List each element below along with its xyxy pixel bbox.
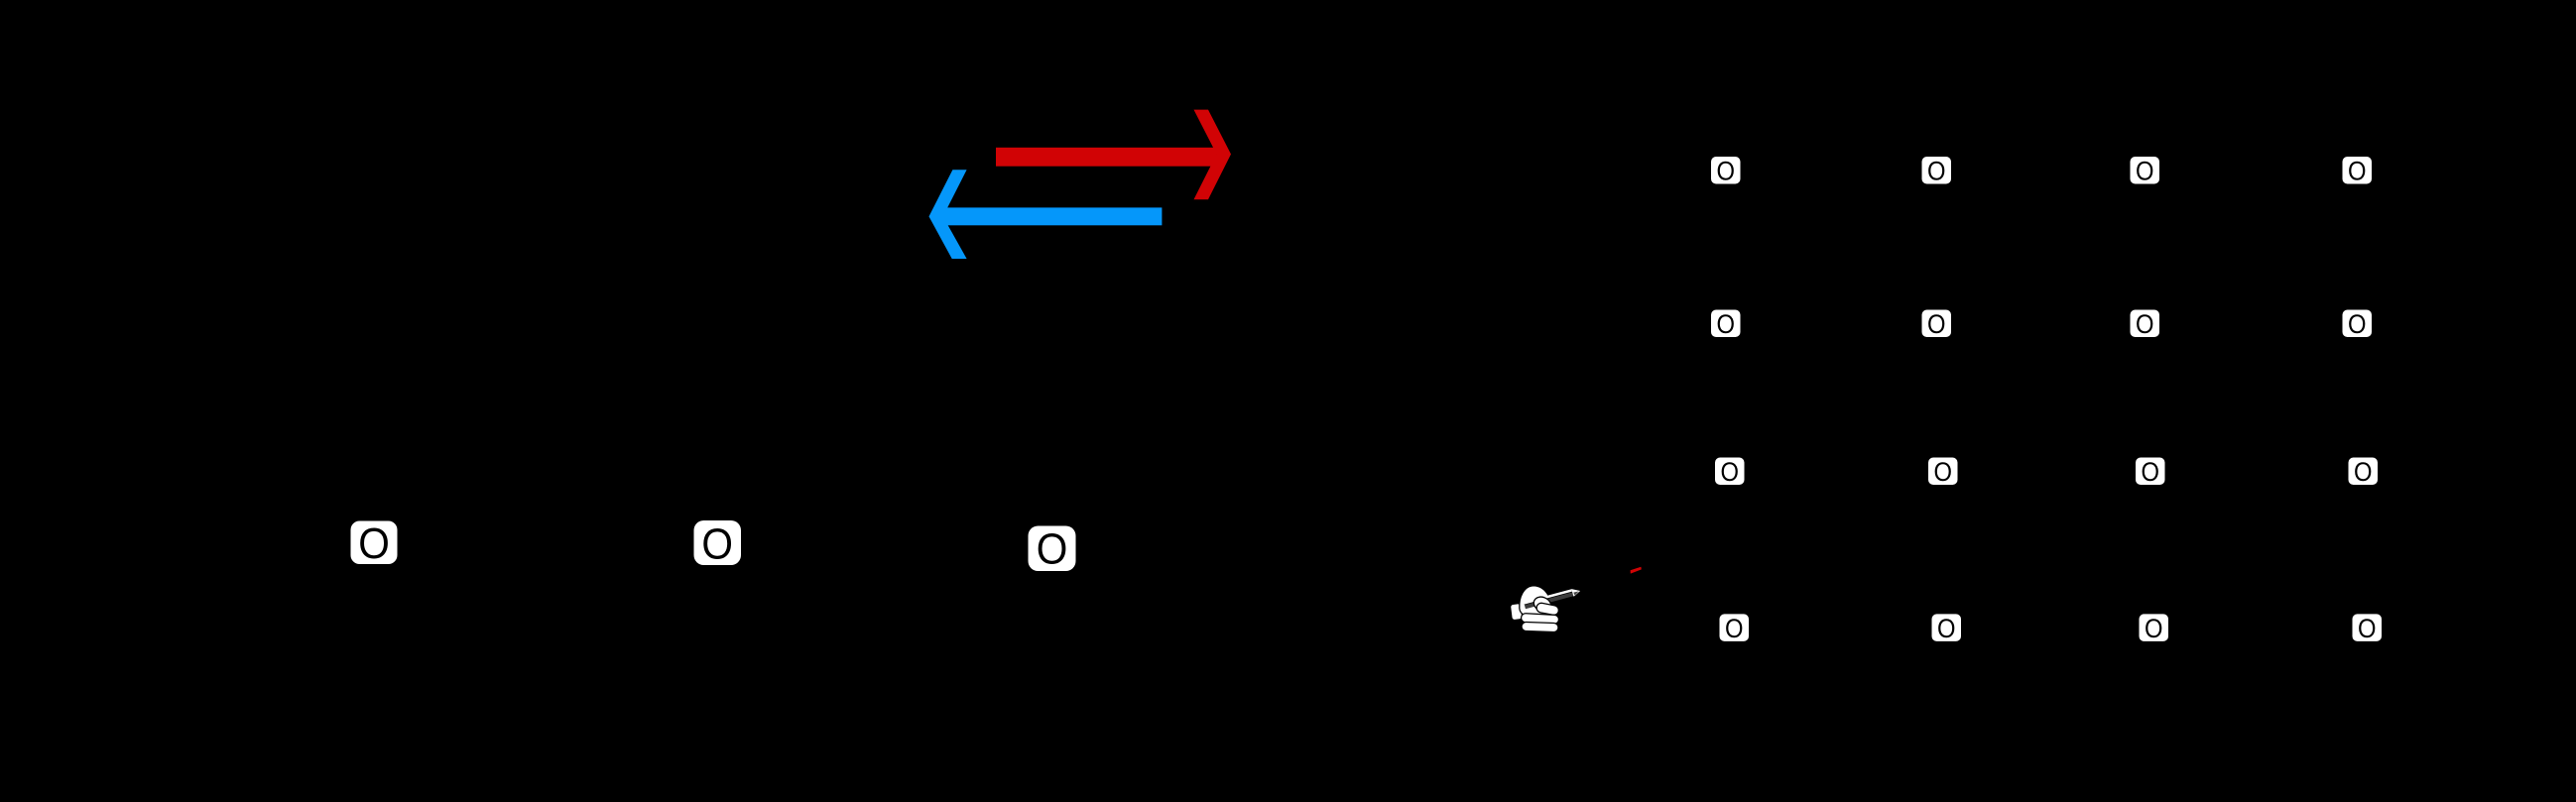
svg-text:O: O (1927, 309, 1946, 339)
svg-text:O: O (2136, 309, 2154, 339)
svg-text:O: O (1937, 614, 1956, 643)
svg-text:O: O (2145, 614, 2163, 643)
svg-text:O: O (1037, 524, 1068, 573)
svg-text:O: O (1717, 156, 1736, 185)
svg-text:O: O (1927, 156, 1946, 185)
svg-text:O: O (2136, 156, 2154, 185)
svg-text:O: O (1721, 457, 1740, 487)
svg-text:O: O (2142, 457, 2160, 487)
svg-text:O: O (2348, 309, 2367, 339)
svg-text:O: O (2358, 614, 2377, 643)
svg-text:O: O (2354, 457, 2373, 487)
svg-text:O: O (2348, 156, 2367, 185)
svg-text:O: O (1934, 457, 1953, 487)
svg-text:O: O (358, 519, 390, 568)
svg-text:O: O (701, 519, 733, 568)
svg-text:O: O (1717, 309, 1736, 339)
svg-text:O: O (1725, 614, 1744, 643)
